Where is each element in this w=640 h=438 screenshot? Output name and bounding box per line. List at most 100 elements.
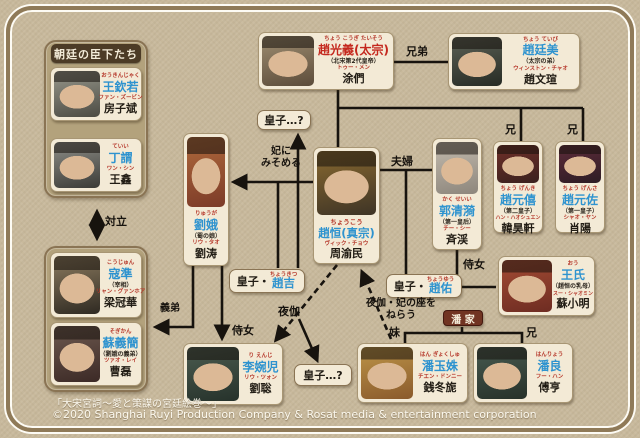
actor-reading: ハン・ハオシュエン — [495, 215, 541, 222]
portrait-wang-qinruo — [54, 71, 100, 117]
label-take-as-consort: 妃に みそめる — [261, 146, 301, 169]
card-liu-e: りゅうが 劉娥 （蜀の娘） リウ・タオ 劉涛 — [183, 133, 229, 266]
card-pan-yushu: はん ぎょくしゅ 潘玉姝 チエン・ドンニー 銭冬旎 — [357, 343, 468, 403]
portrait-zhao-yuanxi — [497, 145, 539, 183]
actor-reading: ファン・ズービン — [98, 94, 143, 101]
character-name: 丁謂 — [108, 150, 133, 165]
card-kou-jun: こうじゅん 寇準 （宰相） リャン・グァンホア 梁冠華 — [50, 252, 146, 318]
text-zhao-tingmei: ちょう ていび 趙廷美 （太宗の弟） ウィンストン・チャオ 趙文瑄 — [505, 37, 576, 86]
character-role: （第一皇子） — [561, 207, 598, 215]
actor-reading: リャン・グァンホア — [95, 289, 146, 296]
series-title: 「大宋宮詞～愛と策謀の宮廷絵巻～」 — [52, 399, 222, 410]
name-reading: ちょう げんさ — [562, 186, 598, 192]
text-ding-wei: ていい 丁謂 ワン・シン 王鑫 — [103, 142, 138, 188]
character-name: 趙元僖 — [499, 192, 536, 207]
character-role: （北宋第2代皇帝） — [327, 57, 380, 65]
pill-prince-zhaoji: 皇子・ ちょうきつ 趙吉 — [229, 269, 305, 293]
character-name: 趙恒(真宗) — [318, 226, 375, 241]
pill-name-reading: ちょうきつ — [269, 271, 298, 278]
actor-name: 周渝民 — [330, 247, 363, 261]
character-role: （劉娥の義弟） — [99, 350, 142, 358]
name-reading: ちょう ていび — [523, 36, 558, 43]
text-zhao-guangyi: ちょう こうぎ たいそう 趙光義(太宗) （北宋第2代皇帝） トゥー・メン 涂們 — [317, 36, 390, 86]
name-reading: はんりょう — [535, 351, 564, 358]
character-role: （宰相） — [108, 281, 133, 289]
actor-reading: ワン・シン — [106, 165, 135, 172]
card-guo-qingyi: かく せいい 郭清漪 （第一皇后） チー・シー 斉渓 — [432, 138, 482, 250]
portrait-liu-e — [187, 137, 225, 207]
actor-reading: チー・シー — [443, 226, 471, 233]
card-zhao-yuanzuo: ちょう げんさ 趙元佐 （第一皇子） シャオ・ヤン 肖陽 — [555, 141, 605, 236]
actor-name: 梁冠華 — [104, 296, 137, 310]
portrait-su-yijian — [54, 326, 100, 382]
name-reading: おうきんじゃく — [101, 72, 140, 79]
courtiers-panel-title: 朝廷の臣下たち — [51, 44, 141, 63]
actor-name: 趙文瑄 — [524, 72, 557, 86]
text-zhao-heng: ちょうこう 趙恒(真宗) ヴィック・チョウ 周渝民 — [317, 218, 376, 261]
character-role: （太宗の弟） — [522, 58, 559, 66]
text-su-yijian: そぎかん 蘇義簡 （劉娥の義弟） ツァオ・レイ 曹磊 — [100, 326, 142, 382]
actor-name: 王鑫 — [109, 172, 132, 186]
label-maid-right: 侍女 — [463, 258, 485, 271]
text-wang-qinruo: おうきんじゃく 王欽若 ファン・ズービン 房子斌 — [99, 71, 143, 117]
pill-prefix: 皇子・ — [393, 280, 427, 293]
character-name: 王氏 — [560, 268, 585, 283]
actor-name: 劉聡 — [249, 381, 272, 395]
label-elder-brother-yuanxi: 兄 — [505, 123, 516, 136]
character-name: 郭清漪 — [438, 203, 475, 218]
card-su-yijian: そぎかん 蘇義簡 （劉娥の義弟） ツァオ・レイ 曹磊 — [50, 322, 142, 386]
actor-reading: スー・シャオミン — [553, 290, 594, 297]
actor-name: 房子斌 — [104, 101, 137, 115]
character-name: 潘玉姝 — [421, 358, 458, 373]
pill-text: 潘 家 — [451, 314, 475, 326]
character-name: 蘇義簡 — [102, 335, 139, 350]
name-reading: ちょうこう — [330, 218, 363, 226]
card-wang-qinruo: おうきんじゃく 王欽若 ファン・ズービン 房子斌 — [50, 67, 143, 121]
label-elder-brother-yuanzuo: 兄 — [567, 123, 578, 136]
connector-lines — [88, 60, 585, 364]
portrait-ding-wei — [54, 142, 100, 188]
actor-reading: トゥー・メン — [336, 65, 370, 72]
actor-name: 傅亨 — [538, 380, 561, 394]
character-role: （第二皇子） — [499, 207, 536, 215]
portrait-pan-liang — [477, 347, 527, 399]
card-zhao-yuanxi: ちょう げんき 趙元僖 （第二皇子） ハン・ハオシュエン 韓昊軒 — [493, 141, 543, 235]
card-zhao-tingmei: ちょう ていび 趙廷美 （太宗の弟） ウィンストン・チャオ 趙文瑄 — [448, 33, 580, 90]
actor-reading: ツァオ・レイ — [103, 358, 137, 365]
name-reading: り えんじ — [248, 352, 273, 359]
actor-name: 涂們 — [342, 72, 365, 86]
actor-name: 劉涛 — [195, 247, 217, 261]
card-wang-shi: おう 王氏 （趙恒の乳母） スー・シャオミン 蘇小明 — [498, 256, 595, 316]
actor-reading: ヴィック・チョウ — [324, 240, 369, 247]
character-name: 王欽若 — [102, 79, 139, 94]
character-name: 劉娥 — [193, 217, 218, 232]
character-name: 趙光義(太宗) — [318, 42, 389, 57]
character-name: 趙廷美 — [522, 43, 559, 58]
pill-name-stack: ちょうきつ 趙吉 — [269, 271, 298, 290]
text-pan-liang: はんりょう 潘良 フー・ハン 傅亨 — [530, 347, 569, 399]
portrait-zhao-yuanzuo — [559, 145, 601, 183]
actor-reading: ウィンストン・チャオ — [513, 65, 568, 72]
pill-name: 趙佑 — [428, 281, 452, 295]
text-zhao-yuanzuo: ちょう げんさ 趙元佐 （第一皇子） シャオ・ヤン 肖陽 — [559, 186, 601, 236]
text-kou-jun: こうじゅん 寇準 （宰相） リャン・グァンホア 梁冠華 — [96, 256, 146, 314]
character-name: 趙元佐 — [561, 192, 598, 207]
copyright-text: ©2020 Shanghai Ruyi Production Company &… — [52, 408, 537, 421]
actor-name: 蘇小明 — [556, 296, 590, 310]
pill-text: 皇子…? — [264, 114, 304, 127]
name-reading: はん ぎょくしゅ — [419, 351, 461, 358]
label-younger-sister: 妹 — [389, 326, 400, 339]
card-ding-wei: ていい 丁謂 ワン・シン 王鑫 — [50, 138, 142, 192]
pill-prince-unknown-bottom: 皇子…? — [294, 364, 352, 386]
pill-name-stack: ちょうゆう 趙佑 — [427, 277, 455, 295]
portrait-pan-yushu — [361, 347, 413, 399]
pill-prince-zhaoyou: 皇子・ ちょうゆう 趙佑 — [386, 274, 462, 298]
actor-reading: リウ・ツォン — [243, 374, 277, 381]
text-pan-yushu: はん ぎょくしゅ 潘玉姝 チエン・ドンニー 銭冬旎 — [416, 347, 464, 399]
text-li-waner: り えんじ 李婉児 リウ・ツォン 劉聡 — [242, 347, 279, 401]
pill-text: 皇子…? — [303, 369, 343, 382]
pill-name: 趙吉 — [271, 276, 295, 290]
name-reading: こうじゅん — [106, 260, 135, 266]
